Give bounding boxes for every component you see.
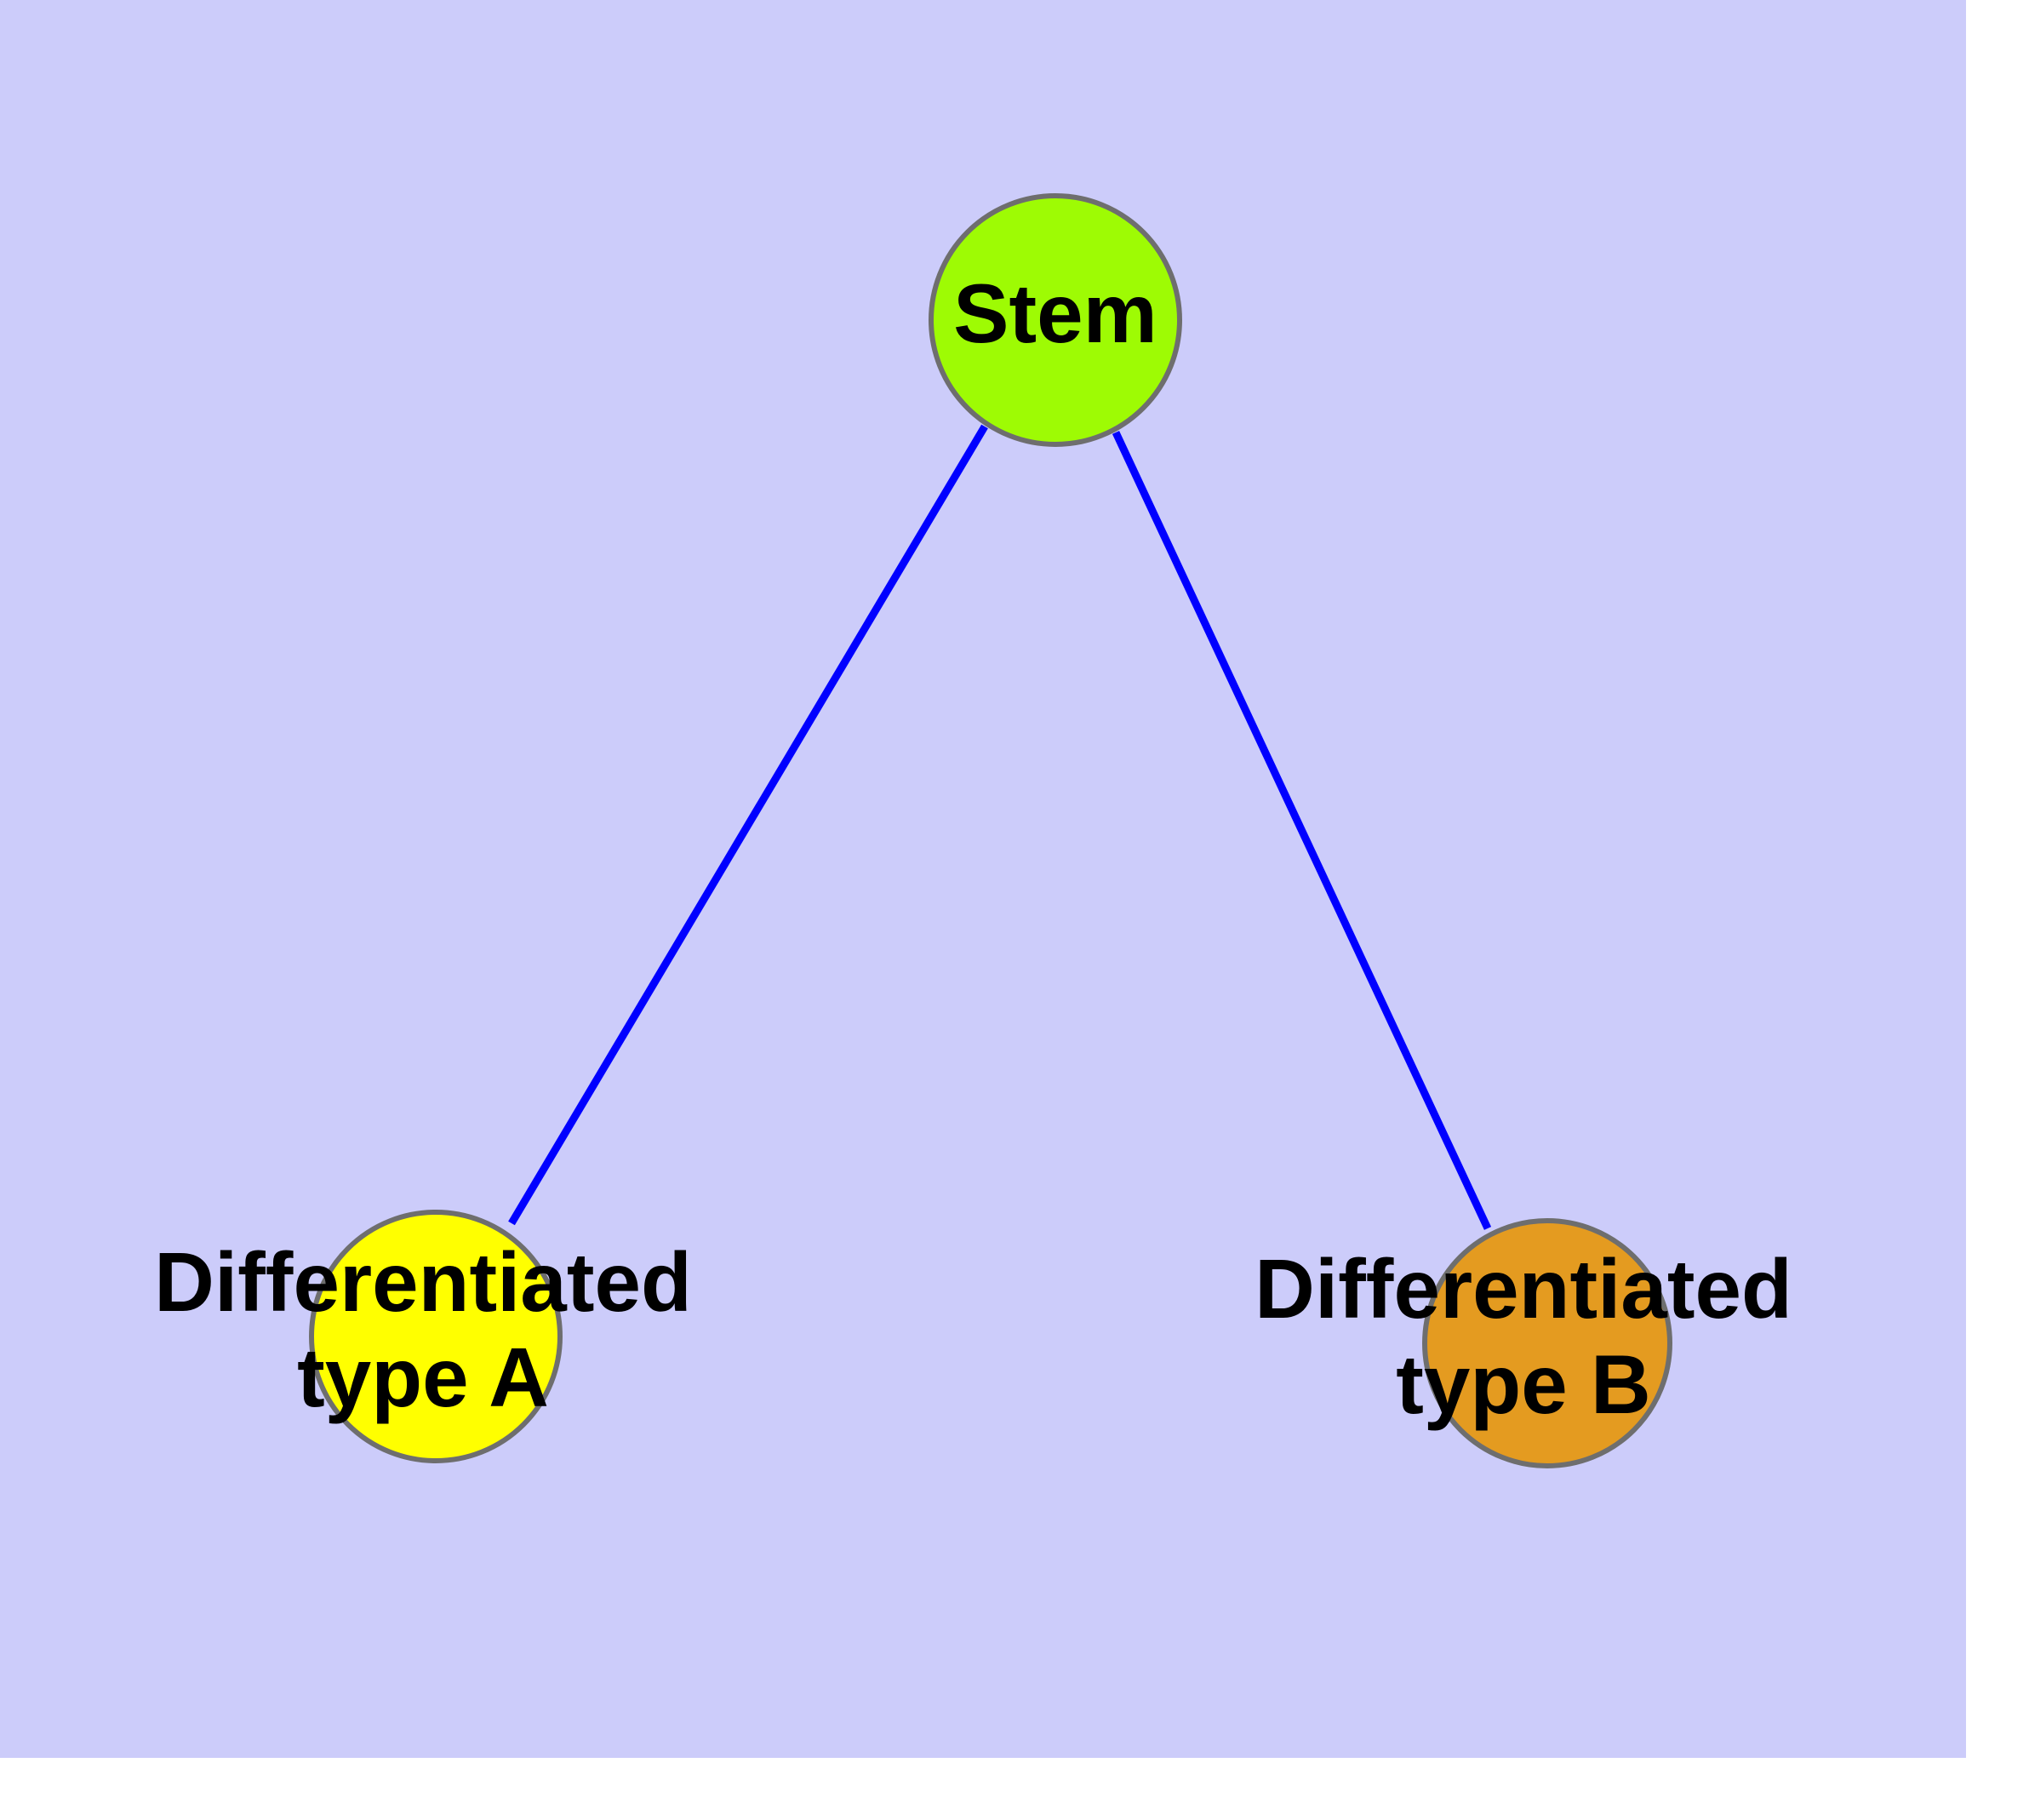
graph-node-label-stem: Stem bbox=[953, 266, 1157, 360]
graph-edge-stem-to-a[interactable] bbox=[508, 424, 988, 1226]
graph-edge-stem-to-b[interactable] bbox=[1112, 431, 1492, 1230]
graph-node-stem[interactable] bbox=[929, 193, 1182, 447]
label-line: type A bbox=[297, 1331, 549, 1424]
graph-node-diff_b[interactable] bbox=[1422, 1218, 1672, 1468]
label-line: Differentiated bbox=[1255, 1242, 1792, 1336]
edge-layer bbox=[508, 424, 1492, 1230]
label-line: type B bbox=[1396, 1337, 1651, 1431]
graph-node-diff_a[interactable] bbox=[309, 1210, 563, 1463]
label-line: Stem bbox=[953, 266, 1157, 360]
label-line: Differentiated bbox=[154, 1235, 692, 1329]
